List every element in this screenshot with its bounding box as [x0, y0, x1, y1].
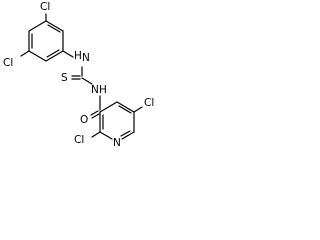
atom-n-lower: N: [91, 84, 99, 96]
chemical-structure: Cl Cl H N S N H O Cl Cl N: [3, 1, 154, 149]
atom-cl-top: Cl: [40, 1, 50, 13]
bond-co-ring: [99, 101, 118, 113]
pyridine-ring: [99, 101, 135, 140]
atom-n-upper: N: [82, 52, 90, 64]
bond-c-cl-left: [20, 50, 30, 57]
atom-h-lower: H: [99, 84, 107, 96]
atom-cl-right: Cl: [144, 97, 154, 109]
atom-n-ring: N: [113, 137, 121, 149]
bond-c-cl-right: [133, 106, 143, 113]
atom-cl-left: Cl: [3, 57, 13, 69]
bond-co-double-b: [91, 113, 100, 119]
atom-s: S: [61, 72, 68, 84]
bond-c-cl-bottom: [91, 131, 101, 138]
atom-h-upper: H: [74, 50, 82, 62]
bond-c-nh: [62, 50, 74, 58]
atom-o: O: [80, 114, 88, 126]
atom-cl-bottom: Cl: [74, 134, 84, 146]
bond-cs-nh: [81, 77, 93, 85]
phenyl-ring: [28, 20, 64, 62]
bond-co-double-a: [90, 110, 99, 116]
